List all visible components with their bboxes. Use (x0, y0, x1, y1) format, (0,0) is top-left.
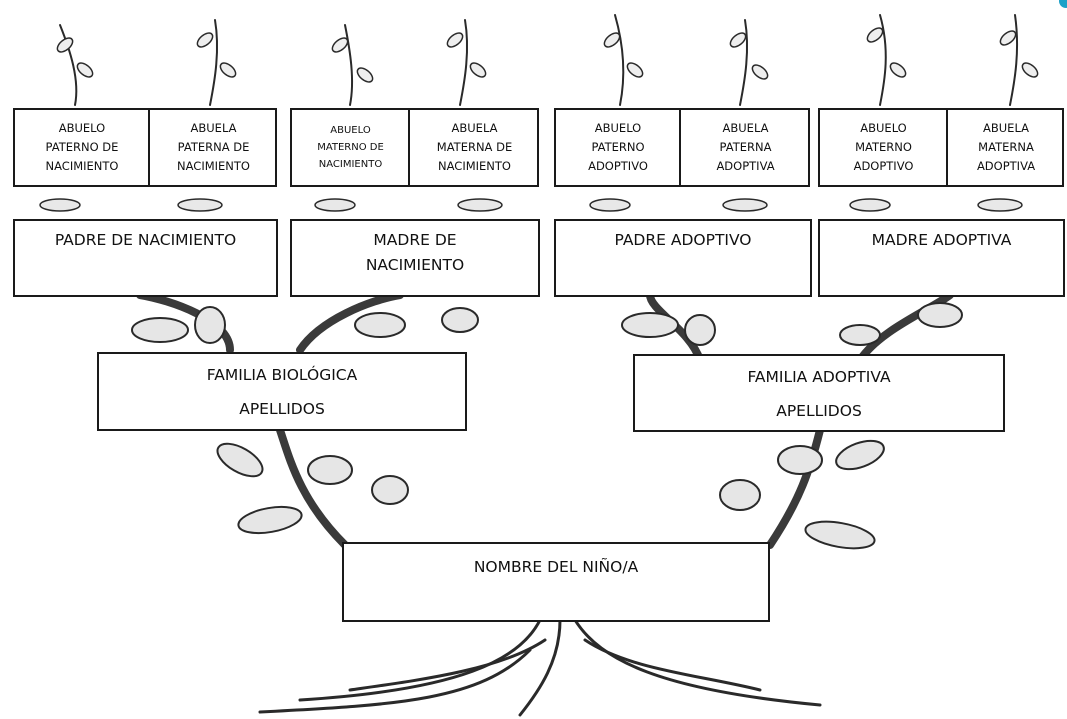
bio-paternal-grandparents-box: ABUELO PATERNO DE NACIMIENTO ABUELA PATE… (13, 108, 277, 187)
adoptive-paternal-grandfather-label: ABUELO PATERNO ADOPTIVO (588, 121, 648, 173)
adoptive-maternal-grandparents-box: ABUELO MATERNO ADOPTIVO ABUELA MATERNA A… (818, 108, 1064, 187)
bio-maternal-grandfather-label: ABUELO MATERNO DE NACIMIENTO (317, 125, 384, 170)
tree-twigs (59, 14, 1019, 106)
adoptive-family-surname-label: APELLIDOS (776, 402, 862, 420)
box-divider (408, 110, 410, 185)
bio-paternal-grandmother-label: ABUELA PATERNA DE NACIMIENTO (177, 121, 250, 173)
adoptive-paternal-grandparents-box: ABUELO PATERNO ADOPTIVO ABUELA PATERNA A… (554, 108, 810, 187)
corner-accent-shape (1059, 0, 1067, 8)
adoptive-maternal-grandfather-label: ABUELO MATERNO ADOPTIVO (853, 121, 914, 173)
biological-family-surname-label: APELLIDOS (239, 400, 325, 418)
tree-leaves (131, 302, 963, 550)
bio-paternal-grandfather-label: ABUELO PATERNO DE NACIMIENTO (45, 121, 119, 173)
adoptive-maternal-grandmother-label: ABUELA MATERNA ADOPTIVA (976, 121, 1036, 173)
child-name-box: NOMBRE DEL NIÑO/A (342, 542, 770, 622)
bio-maternal-grandmother-label: ABUELA MATERNA DE NACIMIENTO (436, 121, 513, 173)
adoptive-father-box: PADRE ADOPTIVO (554, 219, 812, 297)
tree-twig-leaves (56, 27, 1039, 83)
adoptive-mother-box: MADRE ADOPTIVA (818, 219, 1065, 297)
birth-mother-label: MADRE DE NACIMIENTO (365, 231, 465, 274)
child-name-label: NOMBRE DEL NIÑO/A (473, 558, 639, 576)
bio-maternal-grandparents-box: ABUELO MATERNO DE NACIMIENTO ABUELA MATE… (290, 108, 539, 187)
biological-family-title: FAMILIA BIOLÓGICA (206, 366, 358, 384)
adoptive-family-box: FAMILIA ADOPTIVA APELLIDOS (633, 354, 1005, 432)
box-divider (148, 110, 150, 185)
biological-family-box: FAMILIA BIOLÓGICA APELLIDOS (97, 352, 467, 431)
adoptive-father-label: PADRE ADOPTIVO (614, 231, 752, 249)
adoptive-mother-label: MADRE ADOPTIVA (871, 231, 1012, 249)
adoptive-family-title: FAMILIA ADOPTIVA (747, 368, 891, 386)
birth-mother-box: MADRE DE NACIMIENTO (290, 219, 540, 297)
box-divider (679, 110, 681, 185)
birth-father-label: PADRE DE NACIMIENTO (54, 231, 237, 249)
tree-midleaves (39, 198, 1023, 212)
adoptive-paternal-grandmother-label: ABUELA PATERNA ADOPTIVA (716, 121, 775, 173)
box-divider (946, 110, 948, 185)
birth-father-box: PADRE DE NACIMIENTO (13, 219, 278, 297)
tree-roots (258, 618, 822, 717)
